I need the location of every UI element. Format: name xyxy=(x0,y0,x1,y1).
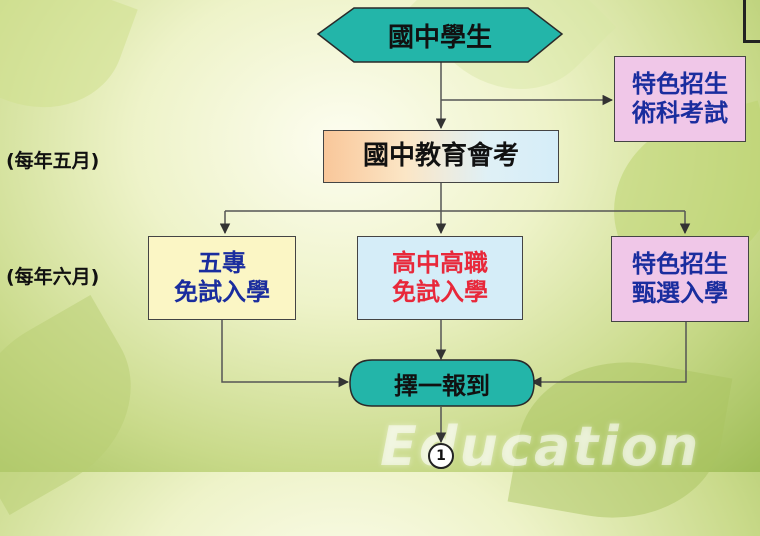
may-label: (每年五月) xyxy=(6,150,100,172)
flowchart-connectors xyxy=(219,7,691,469)
choose-label: 擇一報到 xyxy=(394,371,490,400)
five-year-line2: 免試入學 xyxy=(174,278,270,306)
cap-exam-box: 國中教育會考 xyxy=(323,130,559,183)
start-node-label: 國中學生 xyxy=(387,22,492,53)
connector-number: 1 xyxy=(436,448,446,464)
frame-corner xyxy=(743,0,760,43)
five-year-line1: 五專 xyxy=(198,249,246,278)
high-school-line2: 免試入學 xyxy=(392,278,488,306)
connector-circle xyxy=(428,443,454,469)
start-hexagon xyxy=(316,7,564,63)
choose-oval xyxy=(349,359,535,407)
arts-exam-line1: 特色招生 xyxy=(632,70,728,99)
special-select-line1: 特色招生 xyxy=(632,250,728,279)
cap-exam-label: 國中教育會考 xyxy=(362,140,519,171)
high-school-line1: 高中高職 xyxy=(392,249,488,278)
special-select-line2: 甄選入學 xyxy=(632,279,728,307)
arts-exam-box: 特色招生 術科考試 xyxy=(614,56,746,142)
arrow-five-year-to-choose xyxy=(221,320,350,388)
june-label: (每年六月) xyxy=(6,266,100,288)
arts-exam-line2: 術科考試 xyxy=(632,99,728,127)
arrow-special-to-choose xyxy=(530,322,687,388)
five-year-box: 五專 免試入學 xyxy=(148,236,296,320)
high-school-box: 高中高職 免試入學 xyxy=(357,236,523,320)
special-select-box: 特色招生 甄選入學 xyxy=(611,236,749,322)
